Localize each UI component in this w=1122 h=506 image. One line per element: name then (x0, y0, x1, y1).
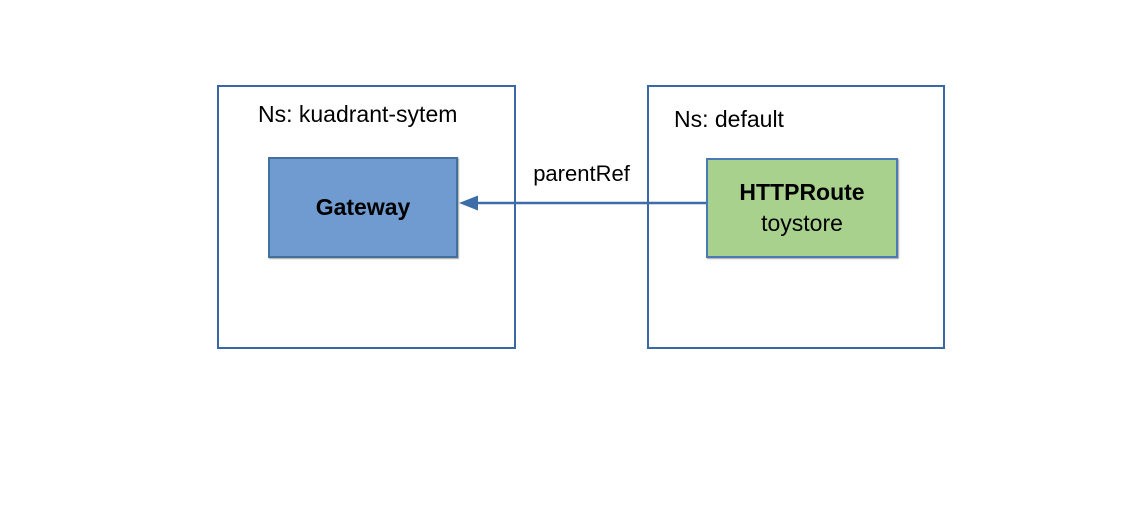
gateway-node-title: Gateway (315, 194, 411, 220)
httproute-node-subtitle: toystore (761, 210, 843, 236)
httproute-node: HTTPRoute toystore (706, 158, 898, 258)
httproute-node-title: HTTPRoute (739, 179, 865, 205)
namespace-box-kuadrant-sytem: Ns: kuadrant-sytem Gateway (217, 85, 516, 349)
namespace-label-default: Ns: default (674, 106, 784, 132)
parentref-label: parentRef (533, 161, 630, 186)
namespace-label-kuadrant-sytem: Ns: kuadrant-sytem (258, 101, 458, 127)
gateway-node: Gateway (268, 157, 458, 258)
namespace-box-default: Ns: default HTTPRoute toystore (647, 85, 945, 349)
